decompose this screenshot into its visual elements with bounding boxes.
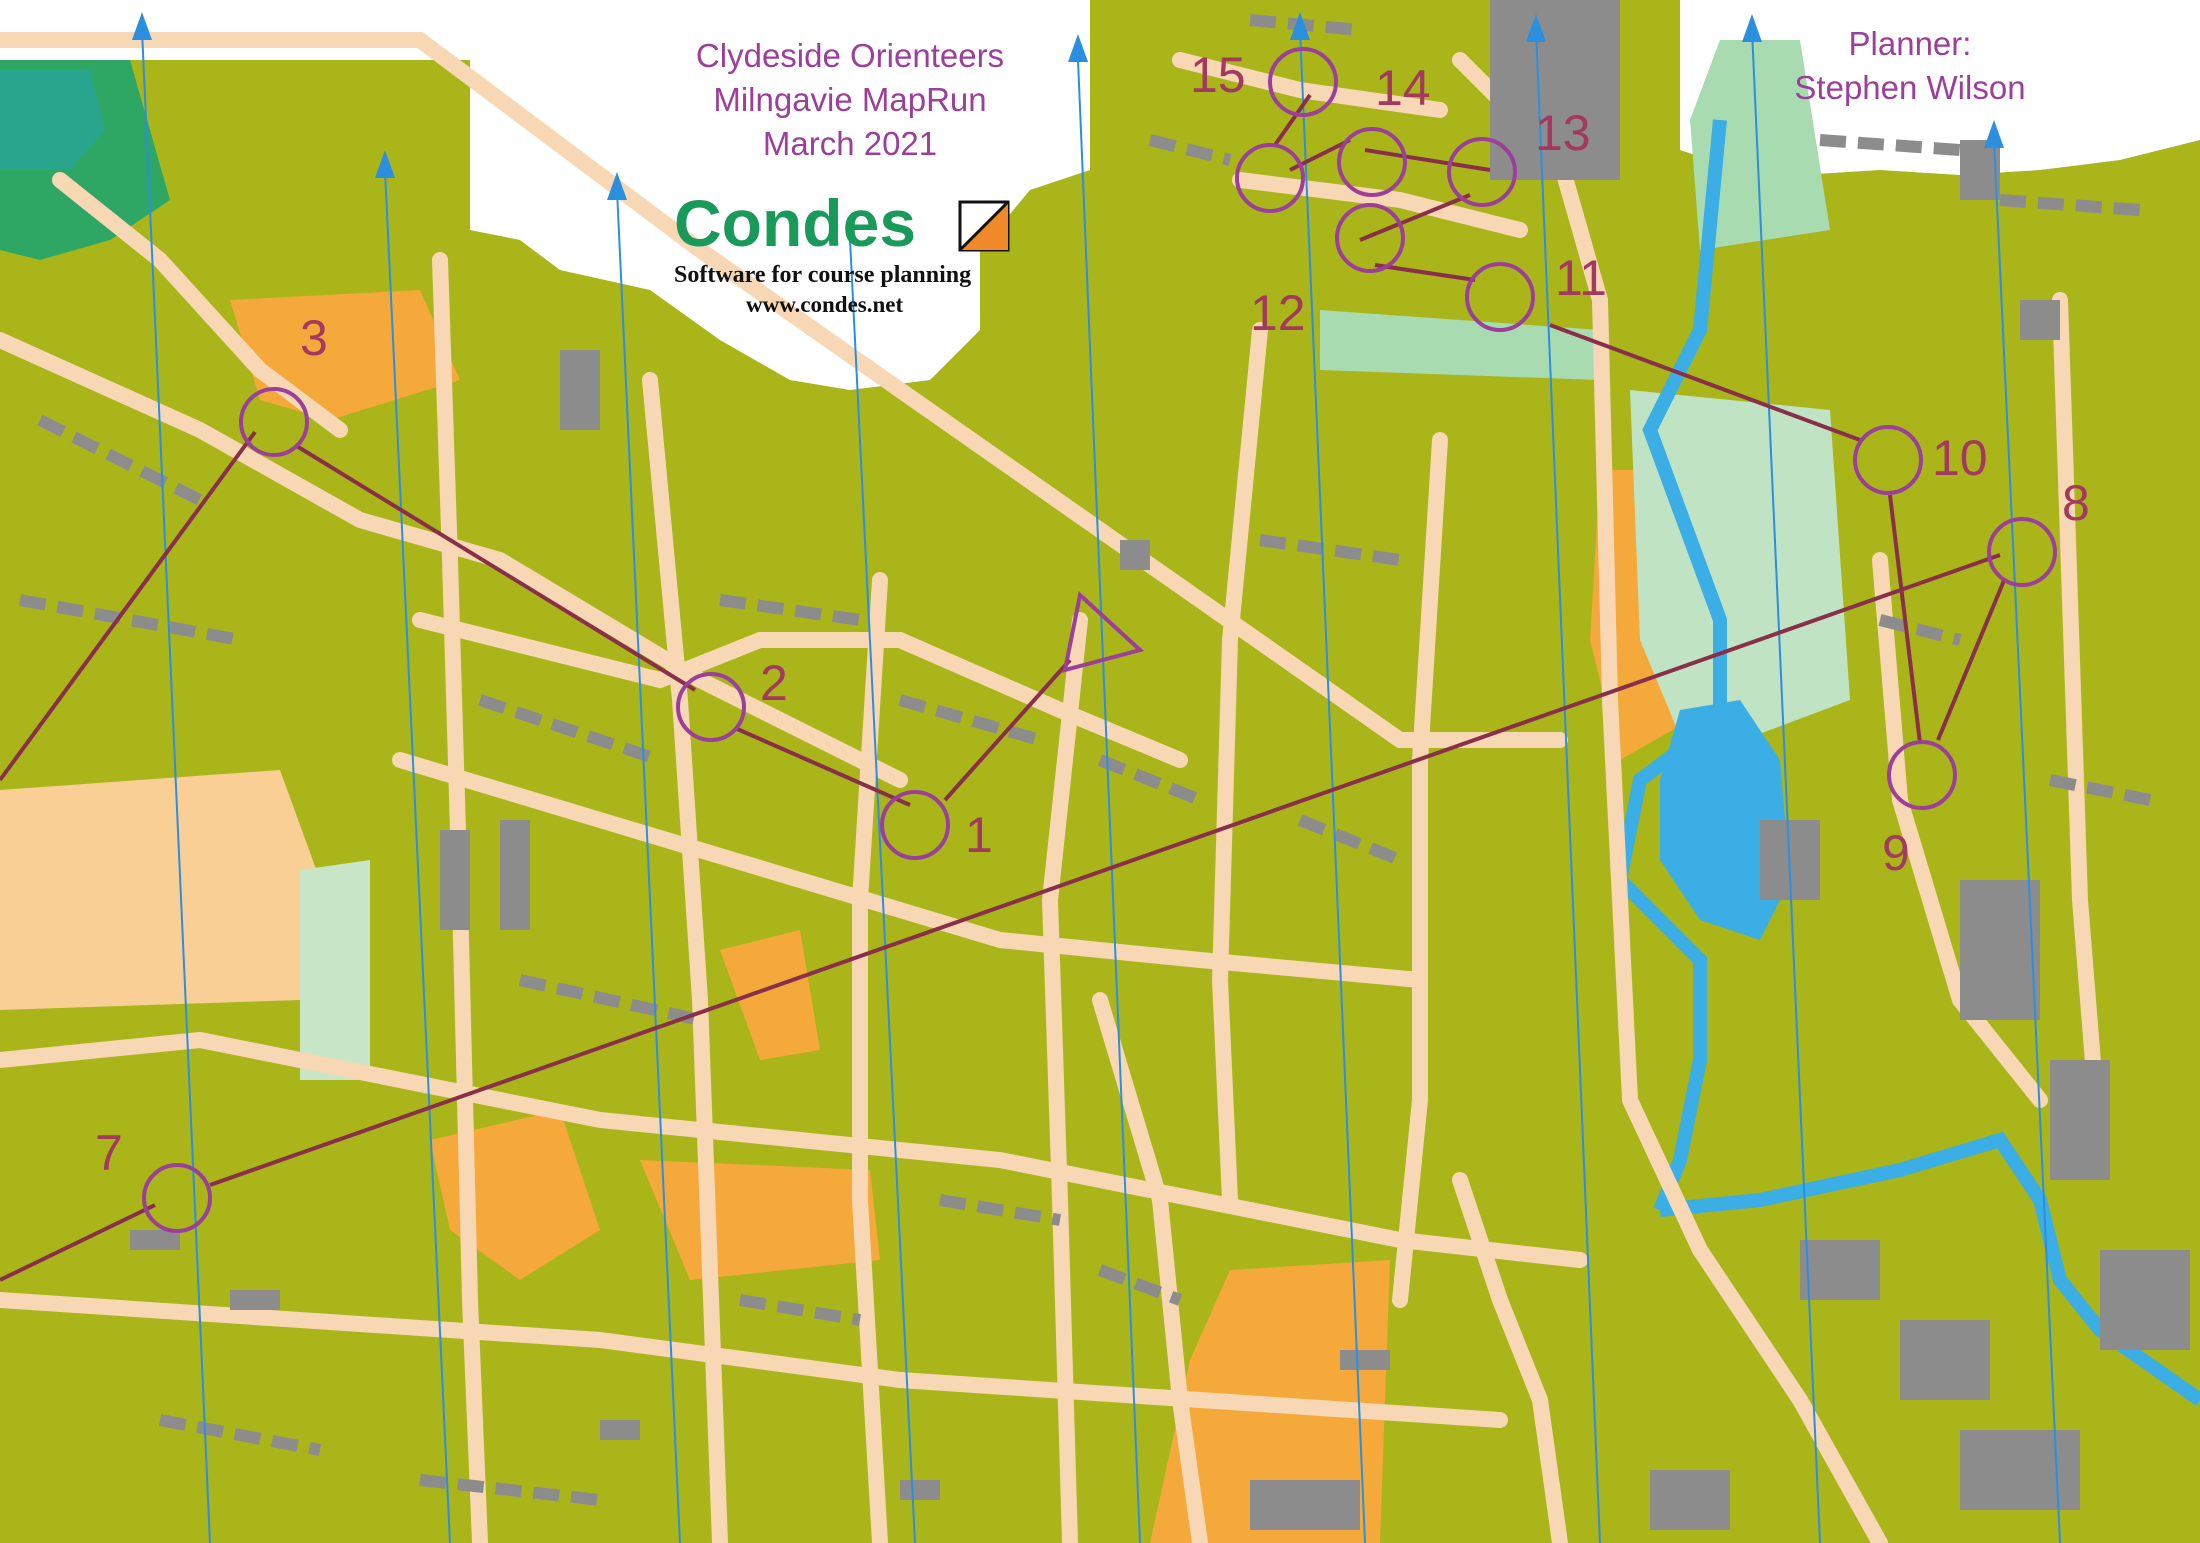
control-circle-10 — [1853, 425, 1923, 495]
event-name: Milngavie MapRun — [713, 81, 987, 118]
start-triangle — [1062, 591, 1145, 673]
control-number-14: 14 — [1375, 60, 1431, 116]
control-number-12: 12 — [1250, 285, 1306, 341]
control-circle-15b — [1268, 47, 1338, 117]
condes-logo: Condes Software for course planning www.… — [660, 188, 1060, 328]
control-circle-1 — [880, 790, 950, 860]
control-number-7: 7 — [95, 1125, 123, 1181]
roads — [0, 32, 2108, 1543]
control-circle-3 — [239, 387, 309, 457]
terraced-houses — [18, 14, 2152, 1506]
north-arrows — [132, 12, 2004, 200]
control-circle-14 — [1337, 127, 1407, 197]
unmapped-area — [0, 0, 1090, 390]
water-features — [1612, 119, 2200, 1406]
control-number-2: 2 — [760, 655, 788, 711]
control-numbers: 1 2 3 7 8 9 10 11 12 13 14 15 — [95, 47, 2090, 1181]
control-circle-12 — [1335, 203, 1405, 273]
control-number-1: 1 — [965, 807, 993, 863]
logo-url: www.condes.net — [746, 292, 904, 317]
planner-label: Planner: — [1848, 25, 1972, 62]
control-number-15: 15 — [1190, 47, 1246, 103]
planner-credit: Planner: Stephen Wilson — [1760, 22, 2060, 110]
control-circle-2 — [676, 672, 746, 742]
control-circle-13 — [1447, 137, 1517, 207]
control-number-11: 11 — [1555, 250, 1607, 306]
control-circle-11 — [1465, 262, 1535, 332]
control-number-8: 8 — [2062, 475, 2090, 531]
control-circles — [142, 47, 2057, 1233]
control-circle-9 — [1887, 740, 1957, 810]
club-name: Clydeside Orienteers — [695, 37, 1005, 74]
buildings — [130, 0, 2190, 1530]
logo-wordmark: Condes — [674, 186, 917, 260]
control-circle-8 — [1987, 517, 2057, 587]
control-circle-15 — [1235, 143, 1305, 213]
control-number-13: 13 — [1535, 105, 1591, 161]
control-circle-7 — [142, 1163, 212, 1233]
orienteering-flag-icon — [958, 200, 1010, 252]
control-number-3: 3 — [300, 310, 328, 366]
logo-tagline: Software for course planning — [674, 262, 972, 288]
lake-north-west — [0, 70, 105, 170]
north-lines — [141, 29, 2061, 1543]
event-title: Clydeside Orienteers Milngavie MapRun Ma… — [630, 34, 1070, 166]
control-number-9: 9 — [1882, 825, 1910, 881]
planner-name: Stephen Wilson — [1794, 69, 2026, 106]
control-number-10: 10 — [1932, 430, 1988, 486]
event-date: March 2021 — [762, 125, 938, 162]
unmapped-area-top — [0, 0, 470, 60]
pond — [1660, 700, 1790, 940]
